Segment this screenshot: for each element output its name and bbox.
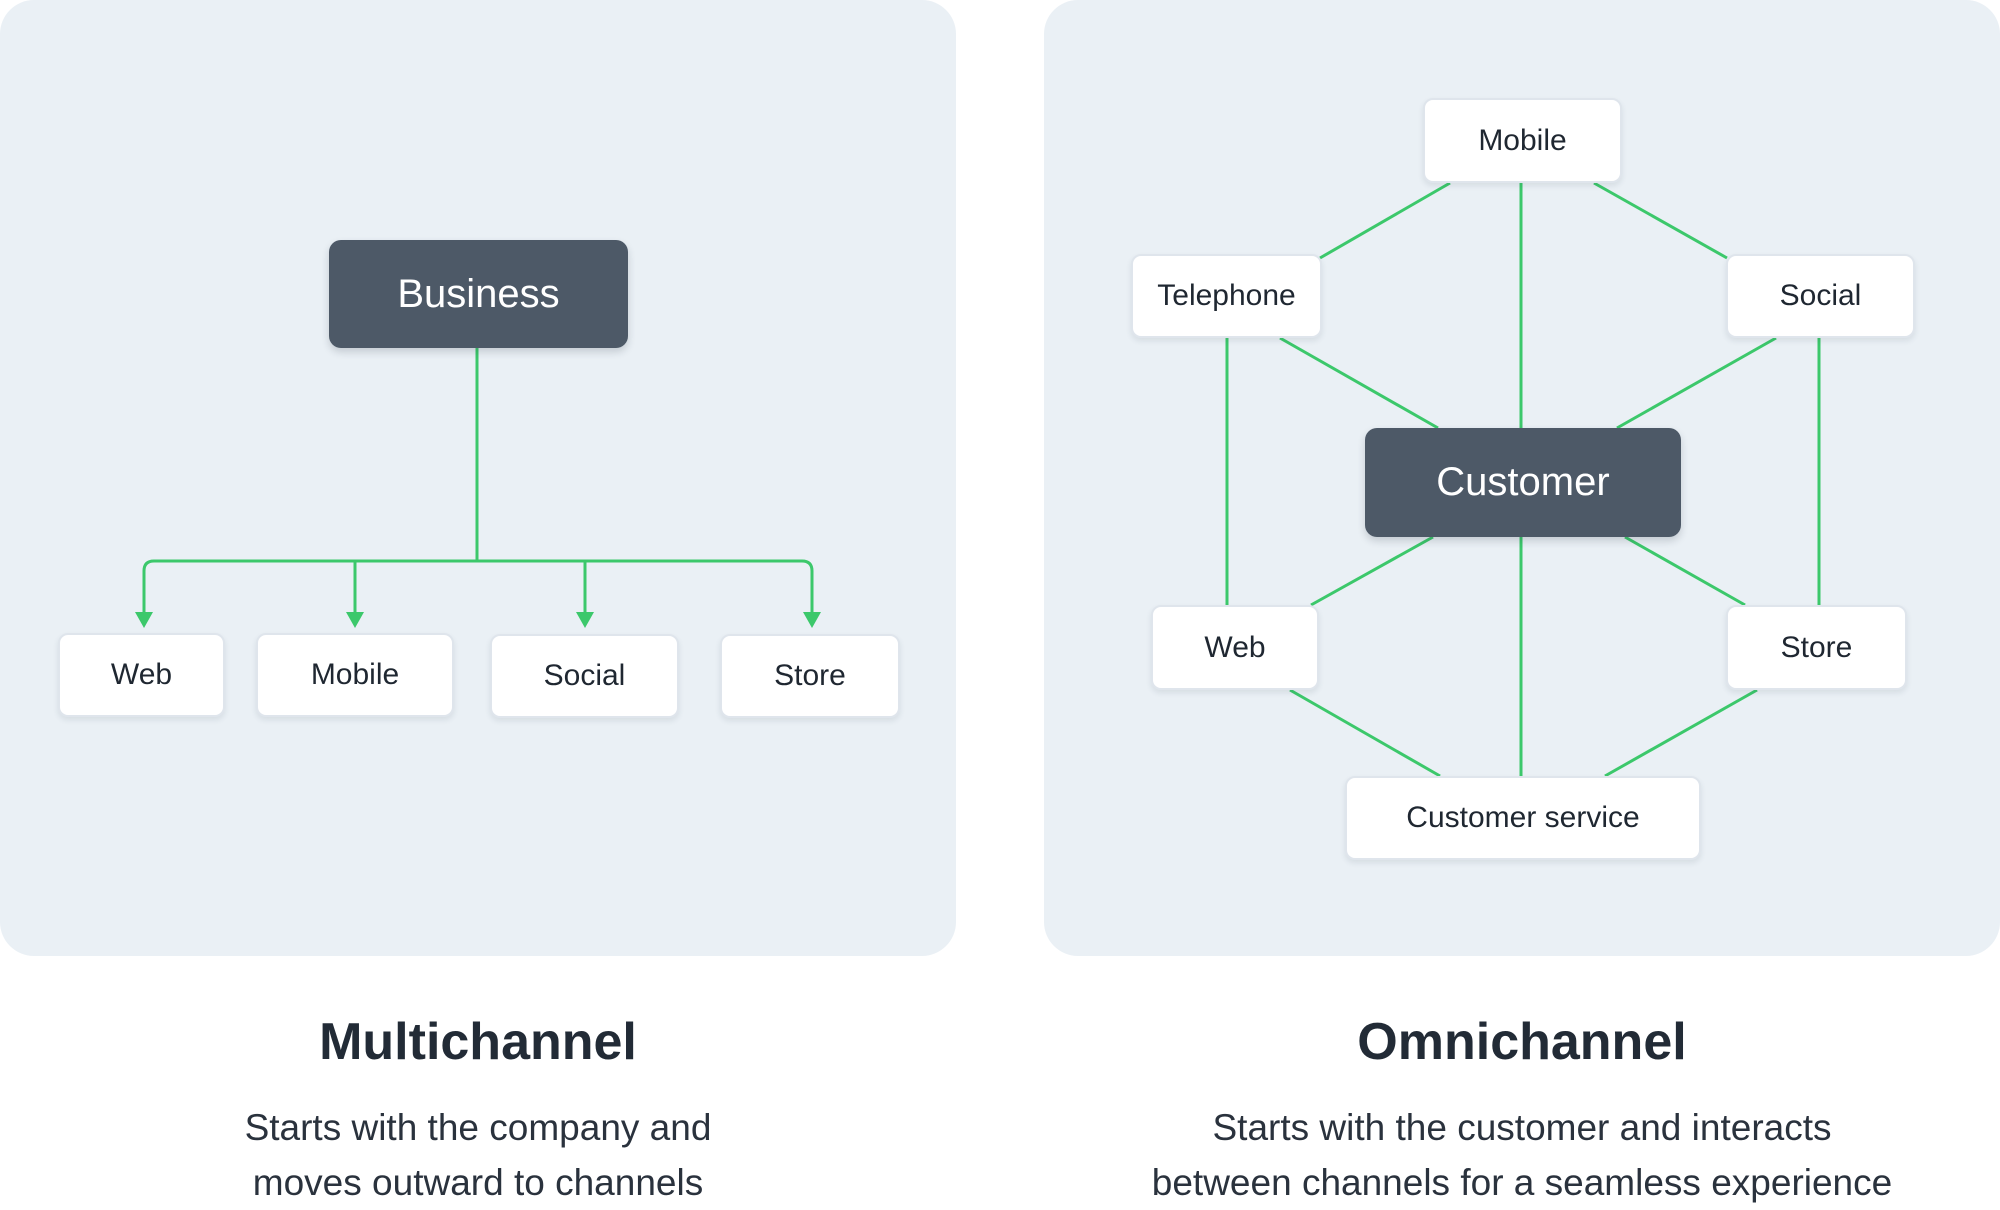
multi-social-node: Social xyxy=(490,634,679,718)
omnichannel-description-line-2: between channels for a seamless experien… xyxy=(1151,1162,1893,1203)
omnichannel-description: Starts with the customer and interacts b… xyxy=(1044,1100,2000,1210)
omni-mobile-node: Mobile xyxy=(1423,98,1622,183)
omni-store-node: Store xyxy=(1726,605,1907,690)
business-node: Business xyxy=(329,240,628,348)
multi-store-node: Store xyxy=(720,634,900,718)
omnichannel-description-line-1: Starts with the customer and interacts xyxy=(1212,1107,1832,1148)
omni-telephone-node: Telephone xyxy=(1131,254,1322,338)
customer-node: Customer xyxy=(1365,428,1681,537)
omnichannel-title: Omnichannel xyxy=(1357,1013,1687,1071)
multichannel-description-line-2: moves outward to channels xyxy=(252,1162,704,1203)
customer-service-node: Customer service xyxy=(1345,776,1701,860)
multichannel-title: Multichannel xyxy=(319,1013,637,1071)
omni-web-node: Web xyxy=(1151,605,1319,690)
multichannel-description-line-1: Starts with the company and xyxy=(244,1107,712,1148)
multi-web-node: Web xyxy=(58,633,225,717)
multi-mobile-node: Mobile xyxy=(256,633,454,717)
omni-social-node: Social xyxy=(1726,254,1915,338)
multichannel-description: Starts with the company and moves outwar… xyxy=(0,1100,956,1210)
multichannel-panel xyxy=(0,0,956,956)
